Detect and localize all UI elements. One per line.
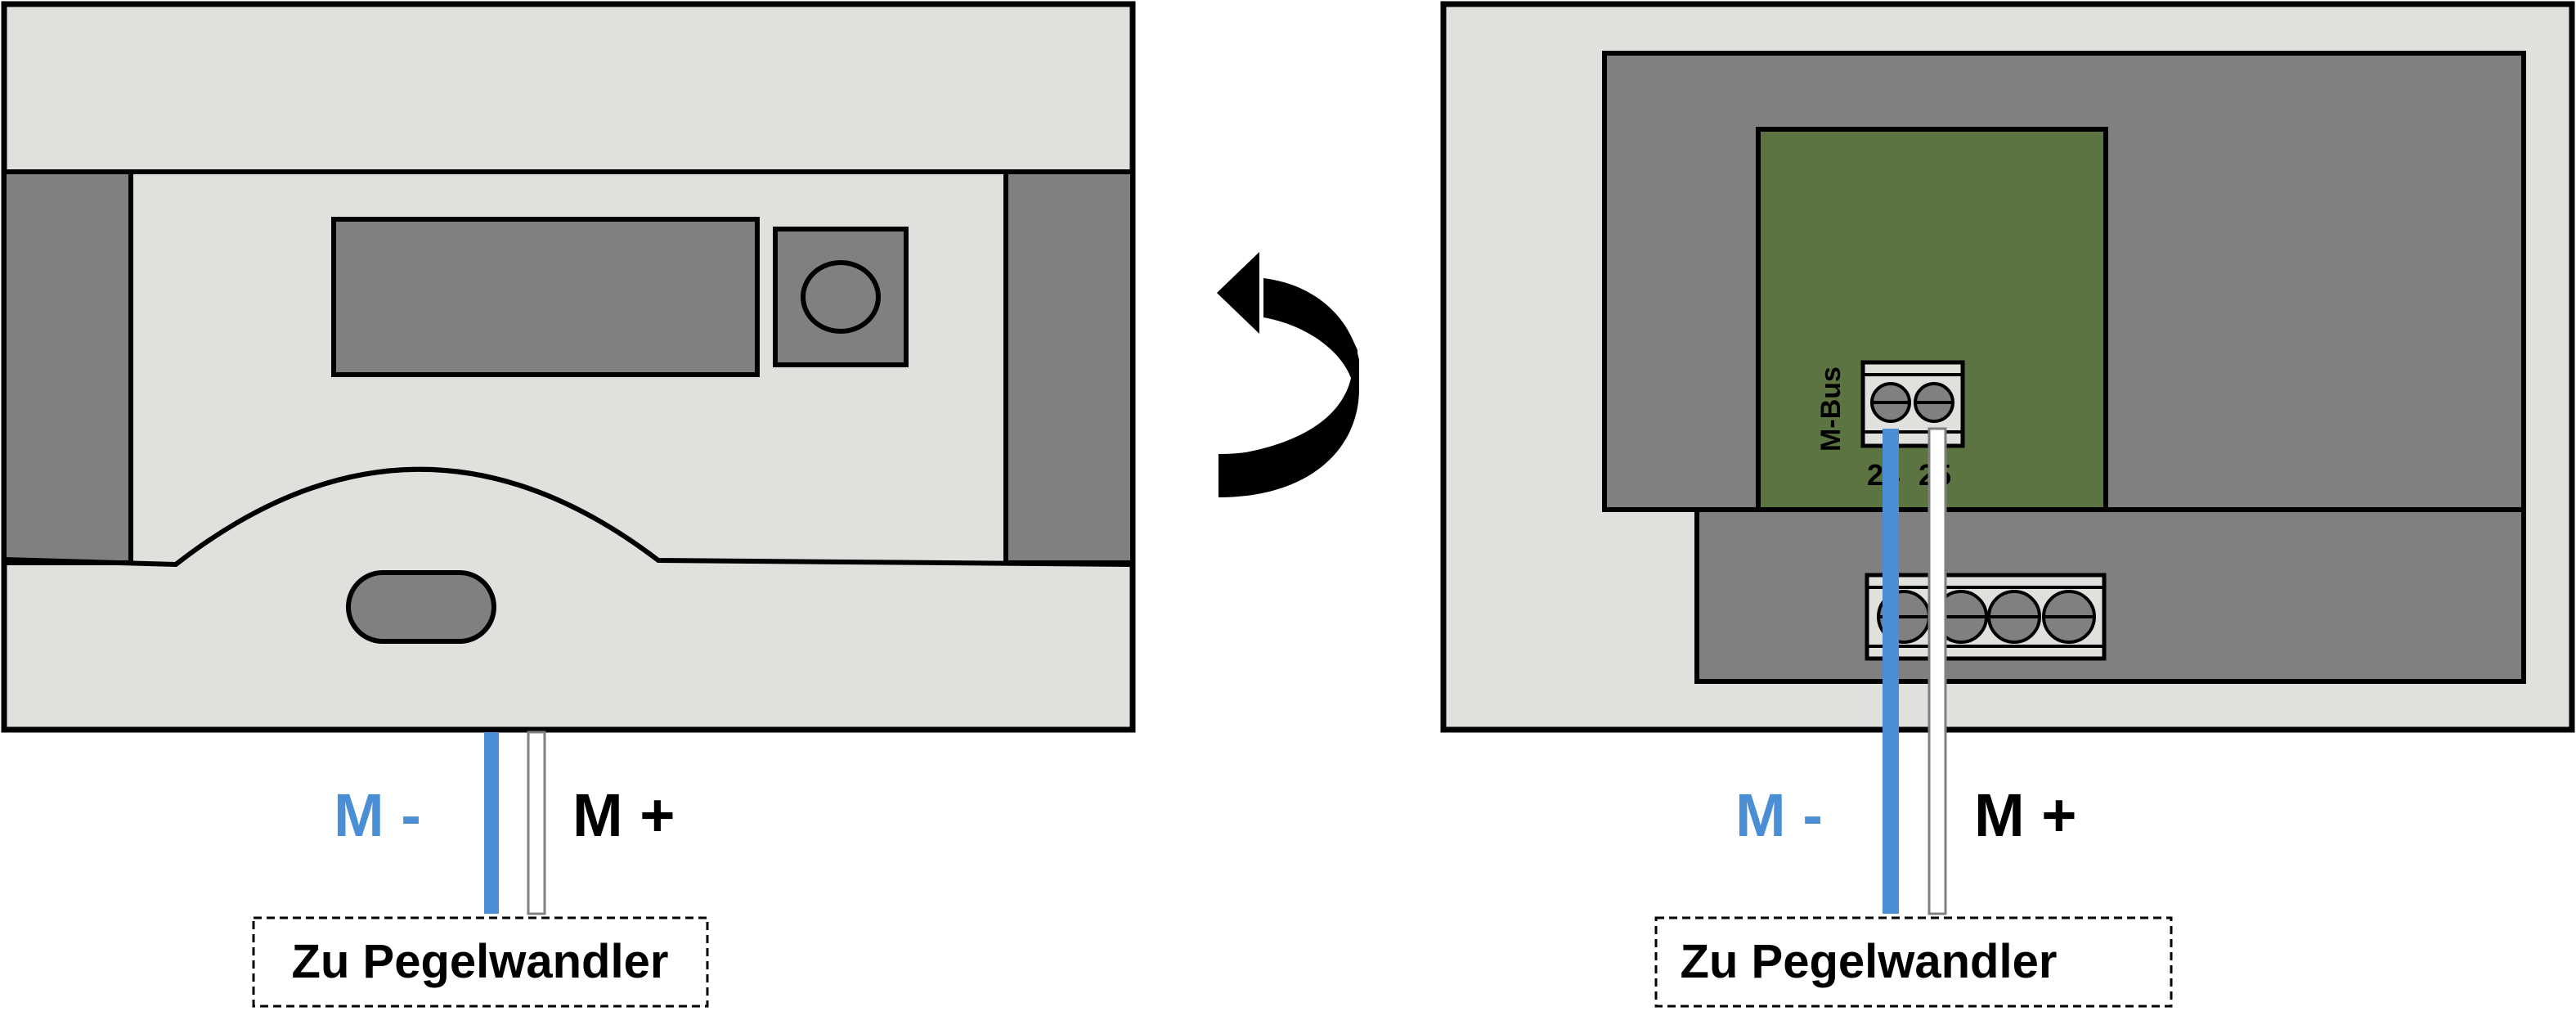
- rotate-arrow-icon: [1217, 252, 1359, 497]
- meter-open-view: M-Bus 24 25 M - M + Zu Pegelwandler: [1440, 1, 2575, 1008]
- push-button: [801, 260, 881, 334]
- cable-gland: [346, 570, 496, 644]
- right-side-panel: [1003, 169, 1135, 565]
- plus-wire: [527, 731, 546, 915]
- minus-wire-label: M -: [1735, 781, 1823, 849]
- destination-box: [252, 916, 709, 1008]
- meter-front-view: M - M + Zu Pegelwandler: [1, 1, 1136, 1008]
- plus-wire-label: M +: [572, 781, 675, 849]
- destination-box: [1654, 916, 2173, 1008]
- left-side-panel: [2, 169, 133, 565]
- lower-terminal-area: [1694, 507, 2526, 684]
- mbus-label: M-Bus: [1815, 366, 1847, 452]
- mbus-terminal-block: [1860, 360, 1965, 448]
- minus-wire: [1883, 429, 1899, 914]
- display-window: [331, 217, 760, 377]
- lower-cover-outline: [3, 466, 1133, 568]
- minus-wire-label: M -: [334, 781, 421, 849]
- destination-label: Zu Pegelwandler: [1681, 935, 2058, 988]
- lower-terminal-strip: [1865, 573, 2107, 661]
- minus-wire: [484, 732, 499, 914]
- plus-wire: [1928, 427, 1947, 915]
- destination-label: Zu Pegelwandler: [292, 935, 669, 988]
- plus-wire-label: M +: [1974, 781, 2076, 849]
